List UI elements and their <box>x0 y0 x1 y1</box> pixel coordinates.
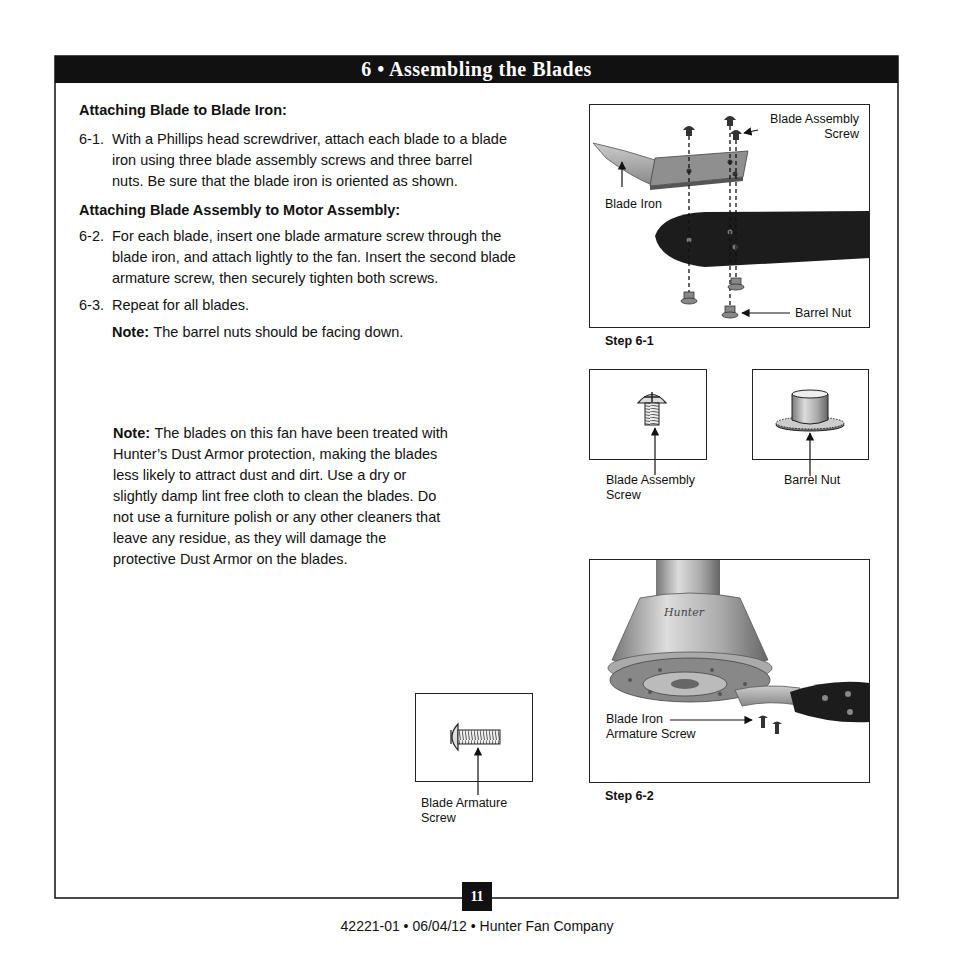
part-label: Blade Iron <box>605 197 695 212</box>
figure-frame: Blade Iron Armature ScrewStep 6-2 <box>589 559 870 783</box>
figure-frame: Blade Assembly ScrewBlade IronBarrel Nut… <box>589 104 870 328</box>
title-bar <box>55 56 898 83</box>
figure-frame: Blade Armature Screw <box>415 693 533 782</box>
section-title: 6 • Assembling the Blades <box>55 57 898 82</box>
step-number: 6-2. <box>79 226 111 247</box>
page-number-box: 11 <box>462 882 492 911</box>
figure-frame: Barrel Nut <box>752 369 869 460</box>
note: Note:The blades on this fan have been tr… <box>113 423 448 570</box>
blade-assembly-screw-icon <box>638 392 666 475</box>
step-text: With a Phillips head screwdriver, attach… <box>112 129 507 192</box>
page-number: 11 <box>462 888 492 905</box>
part-label: Blade Assembly Screw <box>759 112 859 142</box>
footer: 42221-01 • 06/04/12 • Hunter Fan Company <box>200 916 754 937</box>
note: Note:The barrel nuts should be facing do… <box>112 322 532 343</box>
step-number: 6-3. <box>79 295 111 316</box>
note-label: Note: <box>112 324 149 340</box>
part-label: Barrel Nut <box>795 306 865 321</box>
step-label: Step 6-2 <box>605 789 695 804</box>
step-number: 6-1. <box>79 129 111 150</box>
step-label: Step 6-1 <box>605 334 695 349</box>
page-border <box>55 56 898 898</box>
step-6-2-illustration <box>608 560 870 734</box>
note-label: Note: <box>113 425 150 441</box>
section-heading: Attaching Blade Assembly to Motor Assemb… <box>79 200 539 221</box>
step-text: Repeat for all blades. <box>112 295 512 316</box>
part-caption: Blade Armature Screw <box>421 796 526 826</box>
part-label: Blade Iron Armature Screw <box>606 712 701 742</box>
barrel-nut-icon <box>776 390 844 476</box>
note-text: The barrel nuts should be facing down. <box>153 324 403 340</box>
step-text: For each blade, insert one blade armatur… <box>112 226 532 289</box>
part-caption: Blade Assembly Screw <box>606 473 706 503</box>
figure-frame: Blade Assembly Screw <box>589 369 707 460</box>
blade-armature-screw-icon <box>451 724 500 795</box>
section-heading: Attaching Blade to Blade Iron: <box>79 100 539 121</box>
brand-logo: Hunter <box>664 606 724 620</box>
note-text: The blades on this fan have been treated… <box>113 425 448 567</box>
part-caption: Barrel Nut <box>784 473 864 488</box>
step-6-1-illustration <box>593 116 870 318</box>
